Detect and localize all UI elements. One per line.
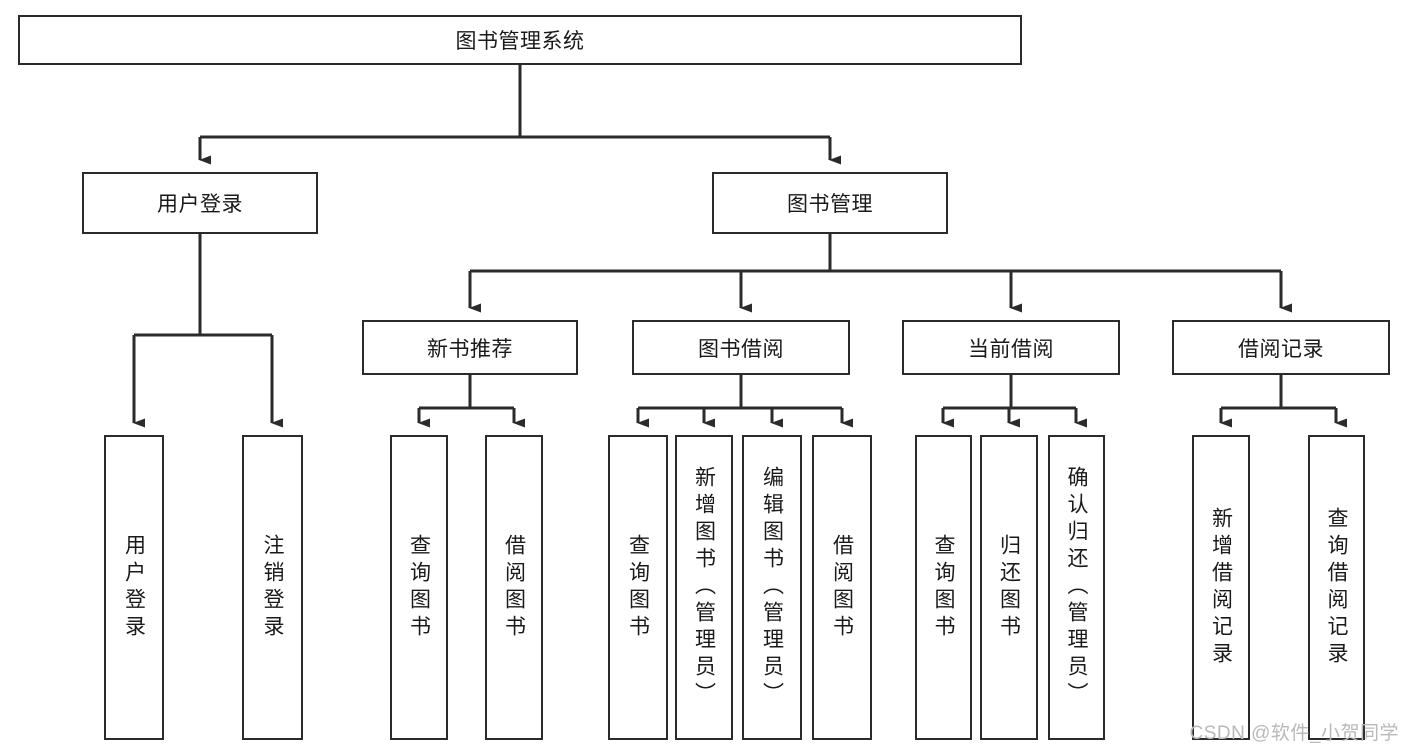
- node-current-borrow[interactable]: 当前借阅: [902, 320, 1120, 375]
- node-leaf-confirm-return-label: 确认归还（管理员）: [1065, 466, 1088, 709]
- node-leaf-edit-book[interactable]: 编辑图书（管理员）: [742, 435, 802, 740]
- node-leaf-query-record-label: 查询借阅记录: [1325, 506, 1348, 669]
- watermark: CSDN @软件_小贺同学: [1189, 723, 1399, 744]
- node-leaf-add-record-label: 新增借阅记录: [1209, 506, 1233, 669]
- node-leaf-borrow-book-2-label: 借阅图书: [830, 533, 854, 642]
- node-leaf-user-login[interactable]: 用户登录: [104, 435, 164, 740]
- node-borrow-record[interactable]: 借阅记录: [1172, 320, 1390, 375]
- node-user-login-label: 用户登录: [157, 193, 243, 216]
- node-leaf-query-book-3[interactable]: 查询图书: [915, 435, 972, 740]
- node-current-borrow-label: 当前借阅: [968, 337, 1054, 361]
- node-leaf-query-book-3-label: 查询图书: [932, 533, 955, 642]
- node-leaf-add-book-label: 新增图书（管理员）: [692, 466, 716, 709]
- node-book-manage[interactable]: 图书管理: [712, 172, 948, 234]
- node-leaf-return-book[interactable]: 归还图书: [980, 435, 1038, 740]
- node-leaf-user-login-label: 用户登录: [122, 533, 146, 642]
- node-leaf-edit-book-label: 编辑图书（管理员）: [760, 466, 784, 709]
- node-leaf-return-book-label: 归还图书: [997, 533, 1021, 642]
- node-user-login[interactable]: 用户登录: [82, 172, 318, 234]
- node-leaf-borrow-book-1-label: 借阅图书: [502, 533, 526, 642]
- node-leaf-add-record[interactable]: 新增借阅记录: [1192, 435, 1250, 740]
- node-leaf-borrow-book-2[interactable]: 借阅图书: [812, 435, 872, 740]
- node-leaf-add-book[interactable]: 新增图书（管理员）: [675, 435, 733, 740]
- node-leaf-user-logout[interactable]: 注销登录: [242, 435, 303, 740]
- node-leaf-query-book-1[interactable]: 查询图书: [390, 435, 448, 740]
- node-leaf-query-book-2[interactable]: 查询图书: [608, 435, 668, 740]
- node-new-book-recommend[interactable]: 新书推荐: [362, 320, 578, 375]
- node-leaf-borrow-book-1[interactable]: 借阅图书: [485, 435, 543, 740]
- node-root-label: 图书管理系统: [455, 30, 585, 53]
- node-book-borrow[interactable]: 图书借阅: [632, 320, 850, 375]
- node-new-book-recommend-label: 新书推荐: [427, 337, 513, 361]
- node-leaf-query-book-2-label: 查询图书: [626, 533, 650, 642]
- node-borrow-record-label: 借阅记录: [1238, 337, 1324, 361]
- node-root[interactable]: 图书管理系统: [18, 15, 1022, 65]
- node-leaf-query-record[interactable]: 查询借阅记录: [1308, 435, 1365, 740]
- node-leaf-confirm-return[interactable]: 确认归还（管理员）: [1048, 435, 1105, 740]
- node-leaf-query-book-1-label: 查询图书: [407, 533, 431, 642]
- node-book-borrow-label: 图书借阅: [698, 337, 784, 361]
- node-book-manage-label: 图书管理: [787, 193, 873, 216]
- node-leaf-user-logout-label: 注销登录: [261, 533, 284, 642]
